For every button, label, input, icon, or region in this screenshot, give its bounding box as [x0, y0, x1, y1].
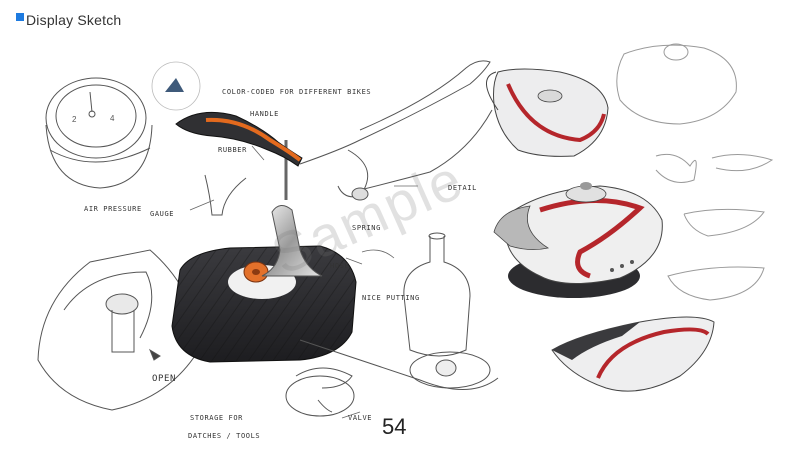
annotation-hose: HOSE: [330, 262, 350, 270]
annotation-air-pressure: AIR PRESSURE: [84, 205, 142, 213]
valve-sketch: [285, 367, 355, 417]
annotation-rubber: RUBBER: [218, 146, 247, 154]
page-number: 54: [382, 414, 407, 439]
annotation-gauge: GAUGE: [150, 210, 175, 218]
annotation-storage-line1: STORAGE FOR: [190, 414, 243, 422]
annotation-nice-putting: NICE PUTTING: [362, 294, 420, 302]
red-stripe-kettle-main: [493, 182, 663, 298]
page-title: Display Sketch: [26, 12, 122, 28]
annotation-color-coded: COLOR-CODED FOR DIFFERENT BIKES: [222, 88, 372, 96]
outline-sketches-right: [616, 43, 774, 301]
handle-grip: [175, 111, 303, 167]
svg-text:4: 4: [110, 114, 115, 123]
annotation-valve: VALVE: [348, 414, 373, 422]
annotation-open: OPEN: [152, 374, 177, 384]
handle-orange-stripe: [205, 117, 302, 162]
annotation-storage-line2: DATCHES / TOOLS: [188, 432, 261, 440]
hose-pump-column: [299, 232, 499, 390]
annotation-handle: HANDLE: [250, 110, 279, 118]
lever-arm: [299, 60, 493, 201]
annotation-spring: SPRING: [352, 224, 381, 232]
red-stripe-product-top: [486, 68, 609, 157]
annotation-detail: DETAIL: [448, 184, 477, 192]
square-icon: [16, 13, 24, 21]
red-stripe-bowl: [551, 316, 715, 392]
page-header: Display Sketch: [16, 12, 121, 28]
triangle-icon: [165, 78, 184, 92]
air-pressure-gauge-sketch: 2 4: [45, 77, 153, 189]
svg-text:2: 2: [72, 115, 77, 124]
